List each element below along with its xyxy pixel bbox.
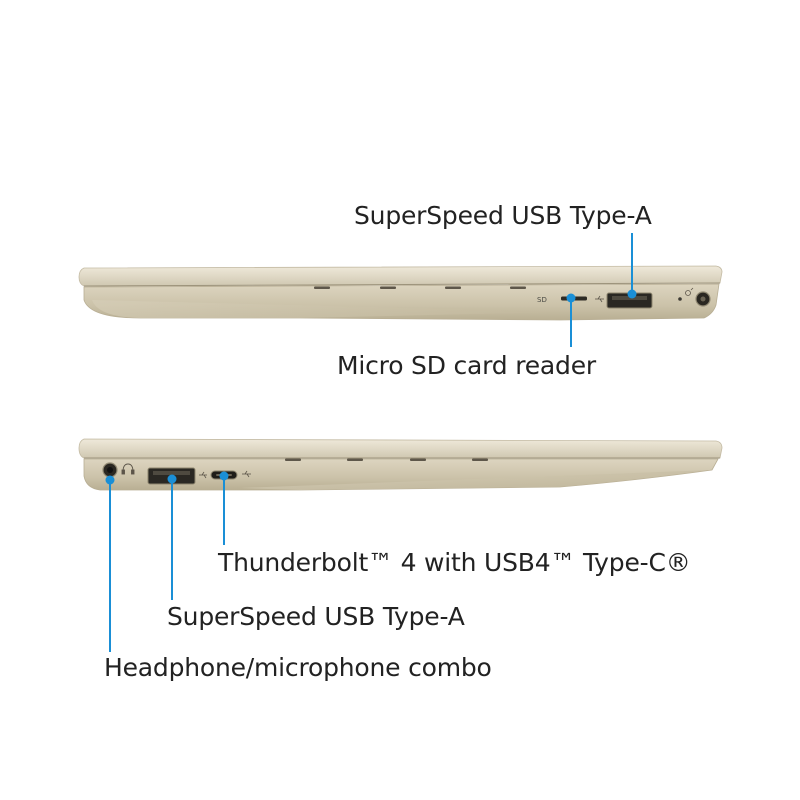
usb-a-port-tongue (612, 296, 647, 300)
vent (314, 286, 330, 289)
vent (285, 458, 301, 461)
left-side-view (78, 438, 723, 652)
sd-engraving: SD (537, 296, 547, 304)
left-lid (78, 438, 723, 459)
vent (445, 286, 461, 289)
right-base-wedge (92, 300, 560, 318)
right-lid (78, 265, 723, 287)
usb-symbol-icon (595, 295, 604, 303)
label-headphone: Headphone/microphone combo (104, 653, 492, 682)
usb-symbol-icon (199, 471, 207, 479)
right-lid-seam (83, 282, 721, 287)
callout-dot-headphone (105, 475, 115, 485)
charge-symbol-icon (685, 287, 694, 296)
power-connector-pin (700, 296, 706, 302)
left-vents (285, 458, 488, 461)
left-base-wedge (240, 470, 712, 490)
usb-a-port-left-tongue (153, 471, 190, 475)
vent (380, 286, 396, 289)
callout-dot-usb-a-right (627, 289, 637, 299)
thunderbolt-symbol-icon (242, 470, 251, 478)
vent (410, 458, 426, 461)
callout-dot-thunderbolt (219, 471, 229, 481)
vent (347, 458, 363, 461)
headphone-symbol-icon (121, 463, 135, 475)
label-usb-a-right: SuperSpeed USB Type-A (354, 201, 652, 230)
vent (472, 458, 488, 461)
callout-dot-micro-sd (566, 293, 576, 303)
led-indicator-icon (678, 297, 682, 301)
label-micro-sd: Micro SD card reader (337, 351, 596, 380)
callout-dot-usb-a-left (167, 474, 177, 484)
headphone-jack-hole (107, 467, 113, 473)
label-thunderbolt: Thunderbolt™ 4 with USB4™ Type-C® (218, 548, 691, 577)
vent (510, 286, 526, 289)
right-side-view: SD (78, 233, 723, 347)
right-vents (314, 286, 526, 289)
label-usb-a-left: SuperSpeed USB Type-A (167, 602, 465, 631)
